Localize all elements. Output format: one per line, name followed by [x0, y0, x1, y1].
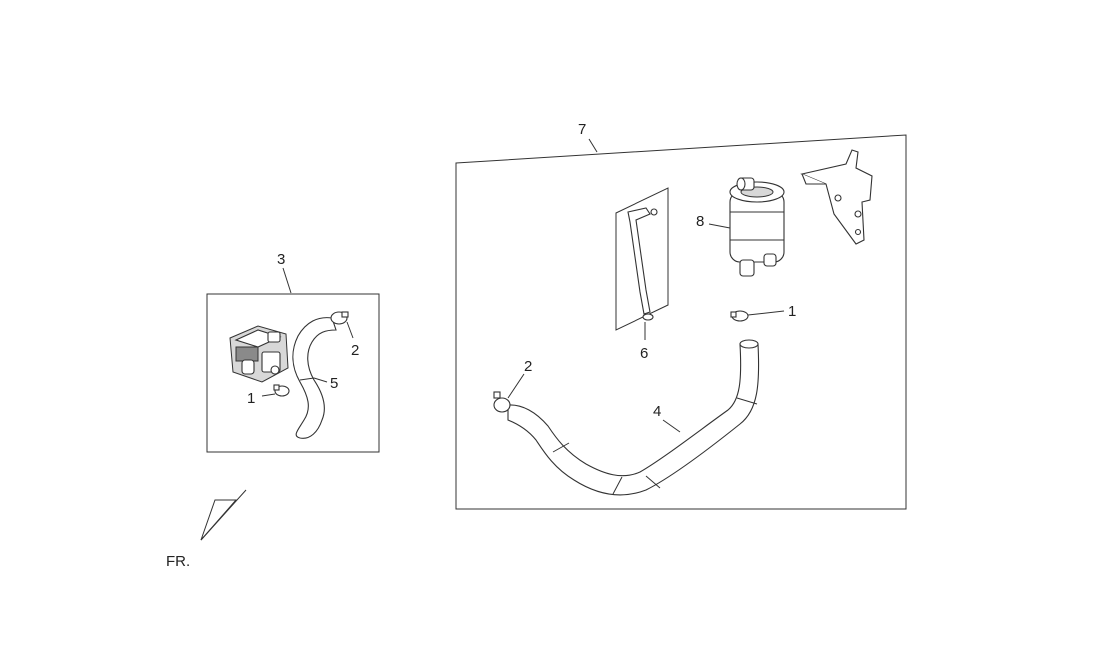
right-clamp: 1 [730, 303, 796, 322]
callout-2-right: 2 [524, 358, 532, 375]
callout-7: 7 [578, 121, 586, 138]
filter-canister: 8 [696, 177, 785, 277]
callout-1-left: 1 [247, 390, 255, 407]
right-clamp-left: 2 [493, 358, 532, 413]
breather-tube-frame: 6 [615, 187, 669, 362]
left-clamp-bottom: 1 [247, 384, 290, 407]
mounting-bracket [800, 149, 873, 245]
right-assembly-box: 7 [455, 121, 907, 510]
left-assembly-box: 3 [206, 251, 380, 453]
front-direction-arrow: FR. [166, 489, 247, 570]
direction-label: FR. [166, 553, 190, 570]
callout-6: 6 [640, 345, 648, 362]
left-hose-5 [292, 317, 337, 439]
callout-3: 3 [277, 251, 285, 268]
reed-valve-block [229, 325, 289, 383]
callout-1-right: 1 [788, 303, 796, 320]
callout-2-left: 2 [351, 342, 359, 359]
left-clamp-top: 2 [330, 311, 359, 359]
callout-8: 8 [696, 213, 704, 230]
callout-4: 4 [653, 403, 661, 420]
callout-5: 5 [330, 375, 338, 392]
long-hose-4: 4 [507, 339, 760, 496]
